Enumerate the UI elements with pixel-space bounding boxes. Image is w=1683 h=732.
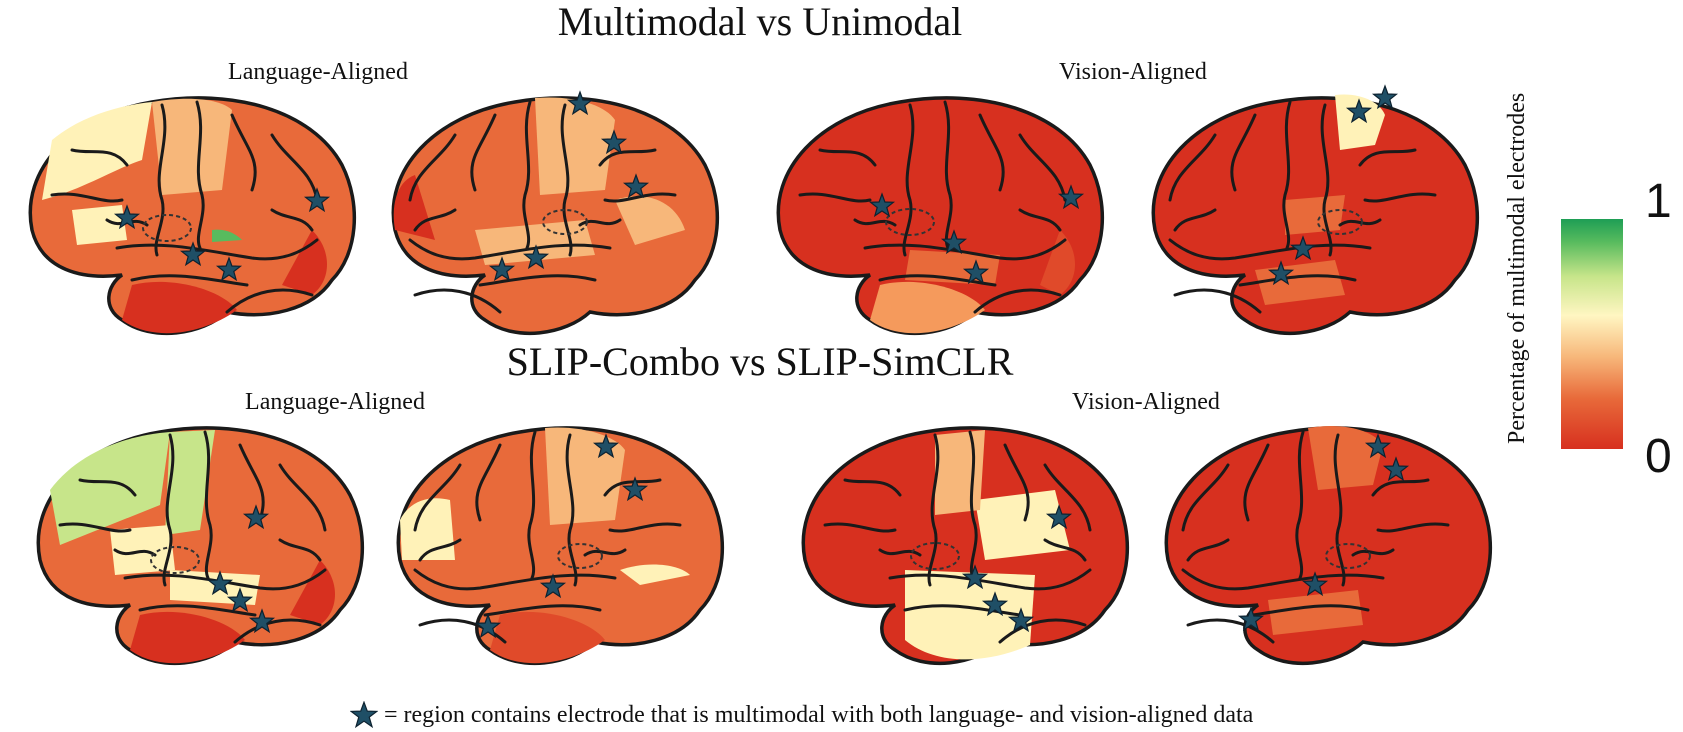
electrode-star-icon	[1345, 98, 1373, 124]
panel-label-bottom-vision: Vision-Aligned	[1072, 389, 1220, 415]
brain-bottom-language-left	[36, 426, 365, 666]
brain-bottom-vision-right	[1164, 425, 1493, 666]
electrode-star-icon	[206, 570, 234, 596]
electrode-star-icon	[1057, 184, 1085, 210]
electrode-star-icon	[1289, 235, 1317, 261]
electrode-star-icon	[522, 244, 550, 270]
brain-bottom-language-right	[396, 426, 725, 666]
electrode-star-icon	[961, 564, 989, 590]
electrode-star-icon	[226, 587, 254, 613]
electrode-star-icon	[488, 256, 516, 282]
electrode-star-icon	[1267, 260, 1295, 286]
brain-top-language-left	[28, 96, 357, 336]
panel-label-top-language: Language-Aligned	[228, 59, 408, 85]
electrode-star-icon	[1007, 607, 1035, 633]
electrode-star-icon	[622, 173, 650, 199]
electrode-star-icon	[962, 259, 990, 285]
electrode-star-icon	[303, 187, 331, 213]
electrode-star-icon	[1382, 456, 1410, 482]
electrode-star-icon	[1237, 606, 1265, 632]
electrode-star-icon	[940, 229, 968, 255]
brain-top-vision-left	[776, 96, 1105, 336]
electrode-star-icon	[566, 90, 594, 116]
panel-label-top-vision: Vision-Aligned	[1059, 59, 1207, 85]
electrode-star-icon	[1301, 571, 1329, 597]
colorbar-min-label: 0	[1645, 430, 1672, 483]
brain-bottom-vision-left	[801, 426, 1130, 666]
electrode-star-icon	[868, 192, 896, 218]
legend-text: = region contains electrode that is mult…	[384, 701, 1254, 728]
electrode-star-icon	[981, 591, 1009, 617]
electrode-star-icon	[1364, 433, 1392, 459]
electrode-star-icon	[1045, 504, 1073, 530]
electrode-star-icon	[1371, 84, 1399, 110]
brain-top-language-right	[391, 96, 720, 336]
colorbar	[1561, 219, 1623, 449]
title-slip-combo-vs-simclr: SLIP-Combo vs SLIP-SimCLR	[506, 339, 1014, 384]
colorbar-label: Percentage of multimodal electrodes	[1504, 92, 1530, 444]
brain-top-vision-right	[1151, 94, 1480, 336]
electrode-star-icon	[621, 476, 649, 502]
title-multimodal-vs-unimodal: Multimodal vs Unimodal	[557, 0, 963, 44]
electrode-star-icon	[592, 433, 620, 459]
electrode-star-icon	[242, 504, 270, 530]
panel-label-bottom-language: Language-Aligned	[245, 389, 425, 415]
electrode-star-icon	[113, 204, 141, 230]
electrode-star-icon	[474, 613, 502, 639]
electrode-star-icon	[600, 129, 628, 155]
electrode-star-icon	[248, 608, 276, 634]
legend-footnote: = region contains electrode that is mult…	[350, 698, 1253, 732]
electrode-star-icon	[179, 241, 207, 267]
electrode-star-icon	[215, 256, 243, 282]
colorbar-max-label: 1	[1645, 175, 1672, 228]
star-icon	[350, 701, 378, 729]
electrode-star-icon	[539, 573, 567, 599]
